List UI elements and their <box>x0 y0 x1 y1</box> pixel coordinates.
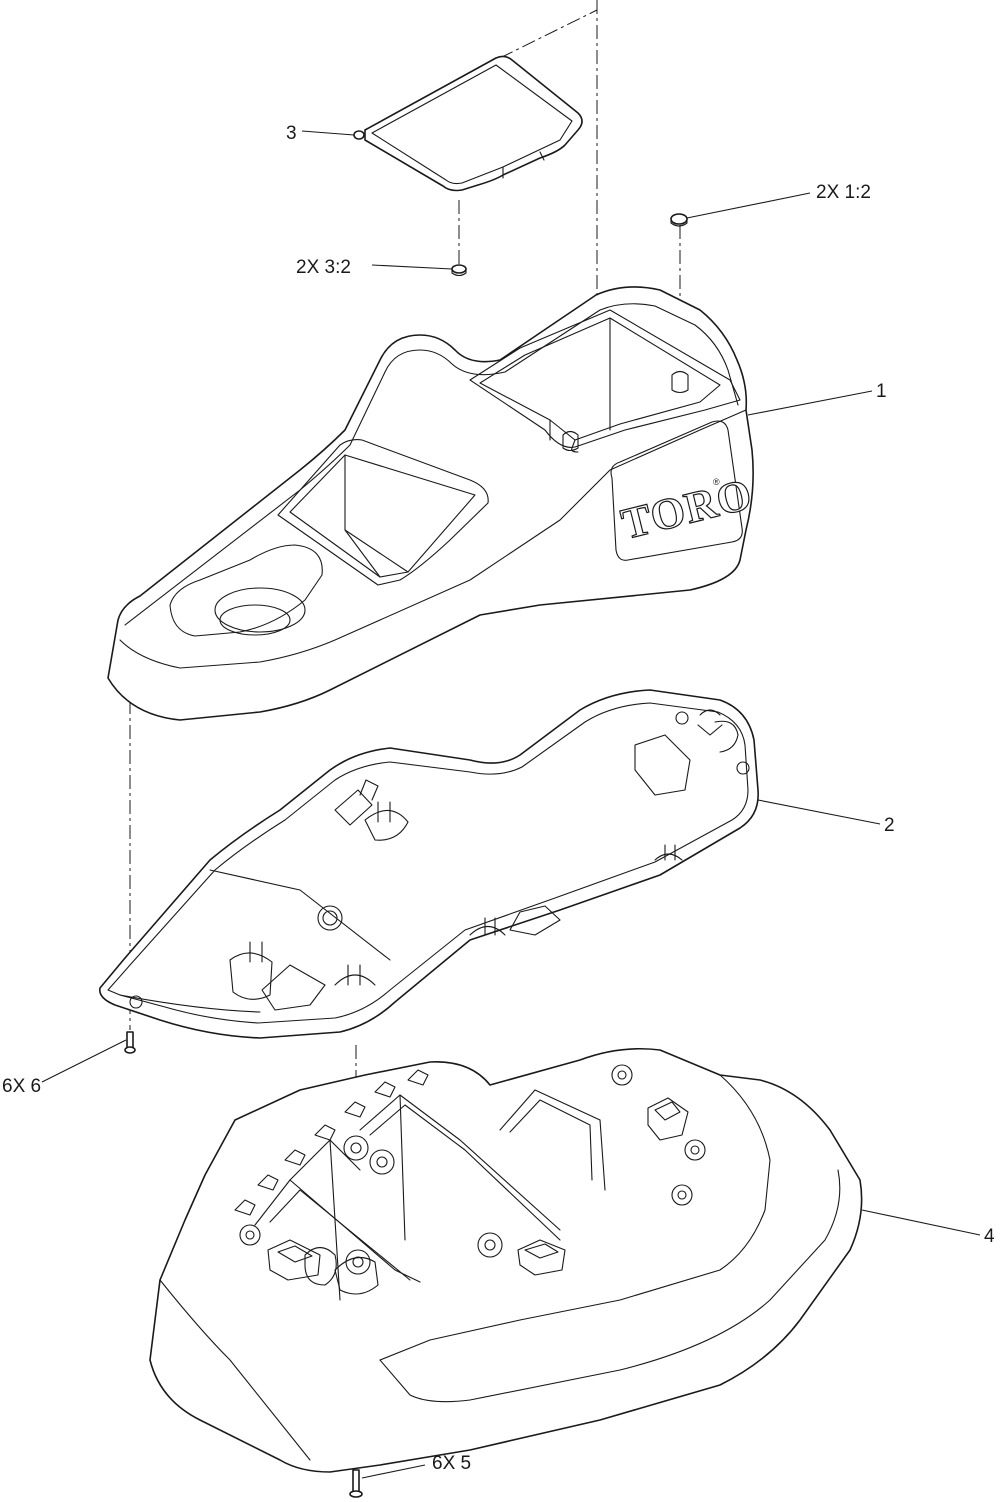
axis-lid-angle <box>499 9 598 59</box>
callout-item-1-2: 2X 1:2 <box>816 182 871 203</box>
part-console-cover: TORO ® <box>107 286 758 721</box>
plug-hinge <box>451 264 467 274</box>
plug-parts <box>451 213 688 277</box>
plug-top-right <box>670 213 688 225</box>
callout-item-5: 6X 5 <box>432 1453 471 1474</box>
screw-item-6 <box>126 1031 134 1049</box>
screw-item-5 <box>352 1469 360 1493</box>
callout-item-3-2: 2X 3:2 <box>296 257 351 278</box>
part-console-tray <box>98 689 759 1039</box>
leader-lines <box>41 130 981 1479</box>
lid-hinge-knob <box>353 130 365 140</box>
callout-labels: 3 2X 1:2 2X 3:2 1 2 6X 6 4 6X 5 <box>2 123 995 1474</box>
screws <box>124 1031 363 1498</box>
tray-boss-center <box>317 905 343 931</box>
part-lid <box>353 55 583 192</box>
part-console-base <box>149 1048 863 1473</box>
callout-item-4: 4 <box>984 1226 995 1247</box>
callout-item-3: 3 <box>286 123 297 144</box>
callout-item-2: 2 <box>884 815 895 836</box>
logo-panel <box>610 420 743 561</box>
base-bosses <box>239 1064 706 1275</box>
toro-logo-mark: ® <box>713 477 720 487</box>
callout-item-1: 1 <box>876 381 887 402</box>
callout-item-6: 6X 6 <box>2 1076 41 1097</box>
